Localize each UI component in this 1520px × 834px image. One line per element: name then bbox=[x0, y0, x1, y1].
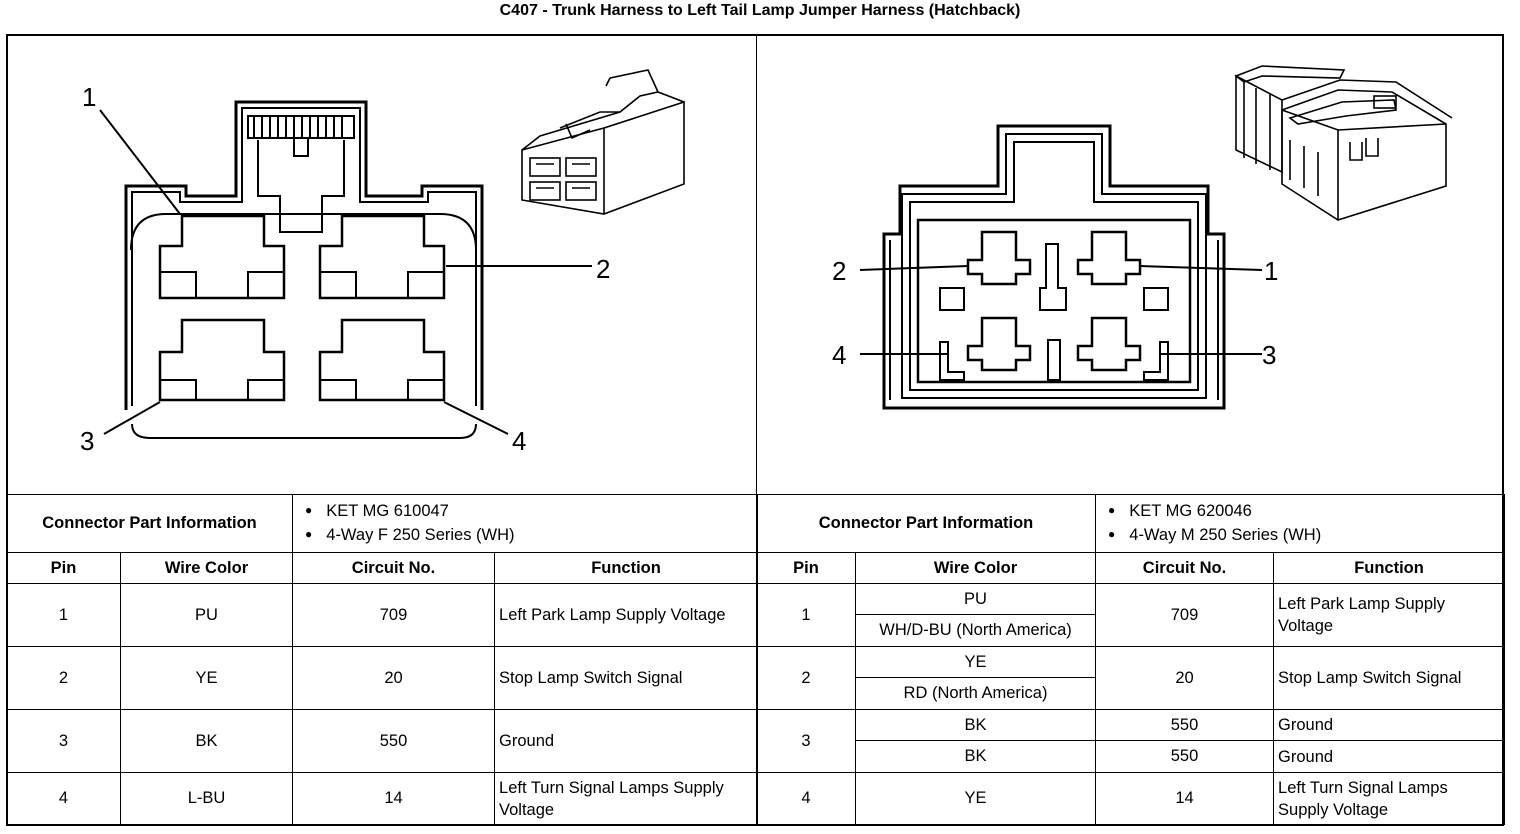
function-cell: Ground bbox=[494, 709, 759, 773]
left-info-label: Connector Part Information bbox=[5, 494, 294, 553]
table-row: 3 BK 550 Ground bbox=[6, 709, 759, 773]
pin-cell: 4 bbox=[6, 772, 121, 825]
pin-cell: 1 bbox=[6, 583, 121, 647]
left-pinout-table: Connector Part Information KET MG 610047… bbox=[5, 494, 759, 825]
left-info-part: KET MG 610047 bbox=[305, 500, 753, 524]
circuit-cell: 20 bbox=[292, 646, 496, 710]
function-cell: Left Park Lamp Supply Voltage bbox=[1273, 583, 1506, 647]
left-callout-1: 1 bbox=[82, 82, 97, 112]
circuit-cell: 14 bbox=[292, 772, 496, 825]
circuit-cell: 20 bbox=[1095, 646, 1275, 710]
wire-color-cell: BK bbox=[119, 709, 294, 773]
diagram-frame bbox=[6, 34, 1504, 826]
right-info-series: 4-Way M 250 Series (WH) bbox=[1108, 524, 1500, 548]
left-callout-4: 4 bbox=[512, 426, 527, 456]
circuit-cell: 550 bbox=[1095, 709, 1275, 741]
function-cell: Ground bbox=[1273, 709, 1506, 741]
circuit-cell: 709 bbox=[1095, 583, 1275, 647]
right-info-values: KET MG 620046 4-Way M 250 Series (WH) bbox=[1095, 494, 1506, 553]
table-row: 3 BK 550 Ground bbox=[756, 709, 1506, 773]
diagram-title: C407 - Trunk Harness to Left Tail Lamp J… bbox=[499, 2, 1021, 19]
table-row: 2 YE 20 Stop Lamp Switch Signal bbox=[756, 646, 1506, 710]
left-col-function: Function bbox=[494, 552, 759, 584]
wire-color-cell: WH/D-BU (North America) bbox=[854, 614, 1097, 647]
left-info-series: 4-Way F 250 Series (WH) bbox=[305, 524, 753, 548]
left-col-pin: Pin bbox=[6, 552, 121, 584]
left-connector-isometric bbox=[521, 69, 685, 215]
pin-cell: 2 bbox=[756, 646, 856, 710]
right-info-row: Connector Part Information KET MG 620046… bbox=[755, 494, 1506, 553]
pin-cell: 3 bbox=[6, 709, 121, 773]
function-cell: Left Turn Signal Lamps Supply Voltage bbox=[494, 772, 759, 825]
function-cell: Left Park Lamp Supply Voltage bbox=[494, 583, 759, 647]
pin-cell: 3 bbox=[756, 709, 856, 773]
pin-cell: 4 bbox=[756, 772, 856, 825]
function-cell: Stop Lamp Switch Signal bbox=[1273, 646, 1506, 710]
function-cell: Stop Lamp Switch Signal bbox=[494, 646, 759, 710]
right-connector-isometric bbox=[1234, 65, 1453, 221]
left-col-wire-color: Wire Color bbox=[119, 552, 294, 584]
left-header-row: Pin Wire Color Circuit No. Function bbox=[6, 552, 759, 584]
left-callout-3: 3 bbox=[80, 426, 95, 456]
right-callout-1: 1 bbox=[1264, 256, 1279, 286]
left-info-row: Connector Part Information KET MG 610047… bbox=[5, 494, 759, 553]
right-col-wire-color: Wire Color bbox=[854, 552, 1097, 584]
table-row: BK 550 Ground bbox=[757, 740, 1506, 773]
left-callout-2: 2 bbox=[596, 254, 611, 284]
right-col-circuit: Circuit No. bbox=[1095, 552, 1275, 584]
table-row: 2 YE 20 Stop Lamp Switch Signal bbox=[6, 646, 759, 710]
circuit-cell: 550 bbox=[292, 709, 496, 773]
right-callout-3: 3 bbox=[1262, 340, 1277, 370]
right-connector-face bbox=[859, 124, 1263, 410]
table-row: RD (North America) bbox=[757, 677, 1505, 710]
table-row: WH/D-BU (North America) bbox=[757, 614, 1505, 647]
table-row: 4 YE 14 Left Turn Signal Lamps Supply Vo… bbox=[756, 772, 1506, 825]
center-divider bbox=[756, 34, 757, 494]
right-col-function: Function bbox=[1273, 552, 1506, 584]
right-col-pin: Pin bbox=[756, 552, 856, 584]
wire-color-cell: RD (North America) bbox=[854, 677, 1097, 710]
wire-color-cell: BK bbox=[854, 740, 1097, 773]
right-callout-4: 4 bbox=[832, 340, 847, 370]
circuit-cell: 550 bbox=[1095, 740, 1275, 773]
right-pinout-table: Connector Part Information KET MG 620046… bbox=[755, 494, 1506, 825]
wire-color-cell: L-BU bbox=[119, 772, 294, 825]
wire-color-cell: PU bbox=[854, 583, 1097, 615]
left-info-values: KET MG 610047 4-Way F 250 Series (WH) bbox=[292, 494, 759, 553]
right-header-row: Pin Wire Color Circuit No. Function bbox=[756, 552, 1506, 584]
circuit-cell: 14 bbox=[1095, 772, 1275, 825]
pin-cell: 1 bbox=[756, 583, 856, 647]
wire-color-cell: YE bbox=[854, 646, 1097, 678]
right-info-part: KET MG 620046 bbox=[1108, 500, 1500, 524]
left-connector-face bbox=[99, 100, 592, 439]
table-row: 1 PU 709 Left Park Lamp Supply Voltage bbox=[6, 583, 759, 647]
wire-color-cell: YE bbox=[854, 772, 1097, 825]
function-cell: Left Turn Signal Lamps Supply Voltage bbox=[1273, 772, 1506, 825]
pin-cell: 2 bbox=[6, 646, 121, 710]
wire-color-cell: BK bbox=[854, 709, 1097, 741]
wire-color-cell: YE bbox=[119, 646, 294, 710]
circuit-cell: 709 bbox=[292, 583, 496, 647]
right-callout-2: 2 bbox=[832, 256, 847, 286]
wire-color-cell: PU bbox=[119, 583, 294, 647]
left-col-circuit: Circuit No. bbox=[292, 552, 496, 584]
right-info-label: Connector Part Information bbox=[755, 494, 1097, 553]
function-cell: Ground bbox=[1273, 740, 1506, 773]
table-row: 4 L-BU 14 Left Turn Signal Lamps Supply … bbox=[6, 772, 759, 825]
table-row: 1 PU 709 Left Park Lamp Supply Voltage bbox=[756, 583, 1506, 647]
